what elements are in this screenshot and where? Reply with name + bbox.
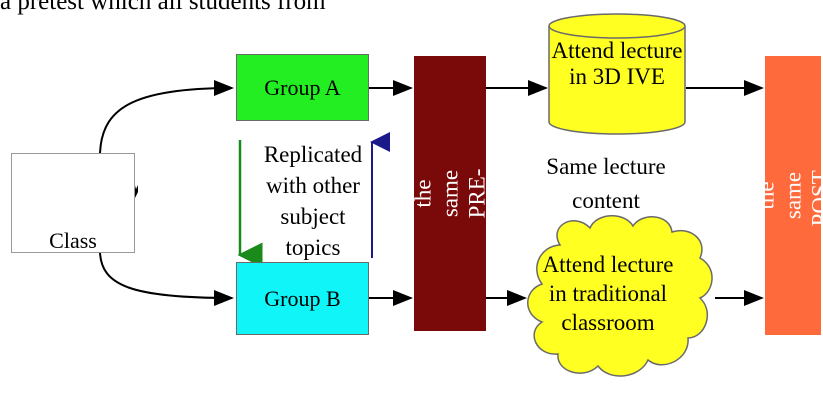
replicated-note: Replicated with other subject topics xyxy=(263,142,363,260)
group-a-box: Group A xyxy=(236,54,369,121)
class-box xyxy=(11,153,135,253)
arrow-class-to-group-a xyxy=(99,80,234,154)
arrow-class-to-group-b xyxy=(99,252,234,306)
pre-test-label: Take the same PRE-TEST xyxy=(383,166,517,221)
pre-test-box: Take the same PRE-TEST xyxy=(384,56,517,331)
group-a-label: Group A xyxy=(264,74,341,100)
same-content-note: Same lecture content xyxy=(546,154,666,213)
group-b-label: Group B xyxy=(264,285,341,311)
lecture-3d-cylinder xyxy=(548,13,686,135)
lecture-3d-label: Attend lecture in 3D IVE xyxy=(551,38,683,89)
group-b-box: Group B xyxy=(236,262,369,335)
post-test-label: Take the same POST-TEST xyxy=(726,164,823,227)
lecture-traditional-label: Attend lecture in traditional classroom xyxy=(542,252,674,335)
page-top-text: a pretest which all students from xyxy=(0,0,326,15)
class-label: Class xyxy=(49,228,97,253)
lecture-traditional-cloud xyxy=(527,215,713,377)
post-test-box: Take the same POST-TEST xyxy=(727,56,823,335)
